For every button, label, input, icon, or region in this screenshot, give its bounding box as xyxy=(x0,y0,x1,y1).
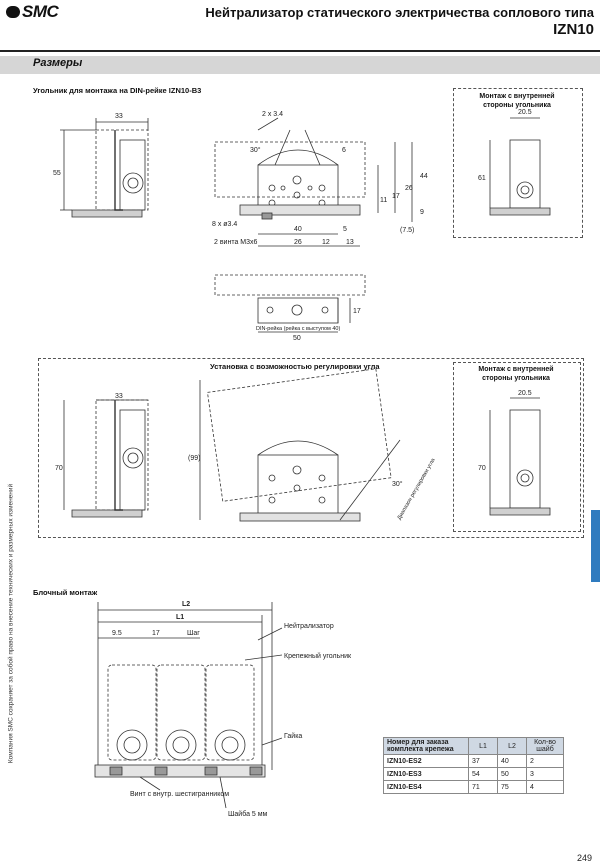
dim-70-b: 70 xyxy=(478,465,486,472)
header-rule xyxy=(0,50,600,52)
th-L2: L2 xyxy=(497,737,527,755)
table-row: IZN10-ES3 54 50 3 xyxy=(383,767,564,781)
dim-17-pitch: 17 xyxy=(152,630,160,637)
dim-20-5-a: 20.5 xyxy=(518,109,532,116)
table-row: IZN10-ES4 71 75 4 xyxy=(383,780,564,794)
section-title: Размеры xyxy=(33,57,83,69)
din-front-view xyxy=(214,117,413,247)
block-subtitle: Блочный монтаж xyxy=(33,588,98,597)
dim-99: (99) xyxy=(188,455,200,462)
dim-9: 9 xyxy=(420,209,424,216)
table-row: IZN10-ES2 37 40 2 xyxy=(383,754,564,768)
dim-angle-range: Диапазон регулировки угла xyxy=(397,457,438,521)
dim-13: 13 xyxy=(346,239,354,246)
block-mount-view xyxy=(94,602,283,809)
inner-mount-box-2 xyxy=(453,362,581,532)
th-washers: Кол-во шайб xyxy=(526,737,564,755)
dim-12: 12 xyxy=(322,239,330,246)
adjustable-subtitle: Установка с возможностью регулировки угл… xyxy=(210,362,380,371)
inner-mount-box-1 xyxy=(453,88,583,238)
callout-screw: Винт с внутр. шестигранником xyxy=(130,791,229,798)
dim-33-a: 33 xyxy=(115,113,123,120)
dim-din-rail: DIN-рейка (рейка с выступом 40) xyxy=(256,325,340,332)
dim-7-5: (7.5) xyxy=(400,227,414,234)
inner-mount-label-1: Монтаж с внутренней стороны угольника xyxy=(479,93,555,109)
inner-mount-1-view xyxy=(489,117,551,216)
din-side-view xyxy=(60,118,149,218)
dim-50: 50 xyxy=(293,335,301,342)
dim-6: 6 xyxy=(342,147,346,154)
dim-2-screws: 2 винта M3x6 xyxy=(214,239,258,246)
din-top-view xyxy=(214,274,366,333)
th-L1: L1 xyxy=(468,737,498,755)
page-title: Нейтрализатор статического электричества… xyxy=(205,4,594,38)
adjustable-side-view xyxy=(63,399,149,518)
dim-step: Шаг xyxy=(187,630,200,637)
inner-mount-2-view xyxy=(489,397,551,516)
dim-40: 40 xyxy=(294,226,302,233)
smc-logo-mark-icon xyxy=(6,6,20,18)
dim-L1: L1 xyxy=(176,614,184,621)
section-band: Размеры xyxy=(0,56,600,74)
page-number: 249 xyxy=(576,853,592,863)
dim-26-v: 26 xyxy=(405,185,413,192)
title-line-1: Нейтрализатор статического электричества… xyxy=(205,5,594,20)
callout-nut: Гайка xyxy=(284,732,302,740)
section-tab xyxy=(591,510,600,582)
side-disclaimer: Компания SMC сохраняет за собой право на… xyxy=(7,483,15,764)
callout-neutralizer: Нейтрализатор xyxy=(284,622,334,630)
adjustable-front-view xyxy=(199,368,401,522)
dim-2x34: 2 x 3.4 xyxy=(262,111,283,118)
callout-bracket: Крепежный угольник xyxy=(284,652,352,660)
dim-8x34: 8 x ø3.4 xyxy=(212,221,237,228)
callout-washer: Шайба 5 мм xyxy=(228,810,268,818)
dim-30-a: 30° xyxy=(250,146,261,154)
dim-26-h: 26 xyxy=(294,239,302,246)
dim-L2: L2 xyxy=(182,601,190,608)
dim-9-5: 9.5 xyxy=(112,630,122,637)
dim-17-b: 17 xyxy=(353,308,361,315)
dim-55: 55 xyxy=(53,170,61,177)
inner-mount-label-2: Монтаж с внутренней стороны угольника xyxy=(478,366,554,382)
smc-logo: SMC xyxy=(6,2,59,22)
dim-44: 44 xyxy=(420,173,428,180)
dim-61: 61 xyxy=(478,175,486,182)
table-header-row: Номер для заказа комплекта крепежа L1 L2… xyxy=(383,737,564,755)
th-order-number: Номер для заказа комплекта крепежа xyxy=(383,737,469,755)
dim-17-a: 17 xyxy=(392,193,400,200)
dim-5: 5 xyxy=(343,226,347,233)
dim-30-b: 30° xyxy=(392,480,403,488)
dim-70-a: 70 xyxy=(55,465,63,472)
fastener-kit-table: Номер для заказа комплекта крепежа L1 L2… xyxy=(383,737,564,794)
din-subtitle: Угольник для монтажа на DIN-рейке IZN10-… xyxy=(33,86,202,95)
adjustable-mount-box xyxy=(38,358,584,538)
dim-20-5-b: 20.5 xyxy=(518,390,532,397)
dim-33-b: 33 xyxy=(115,393,123,400)
dim-11: 11 xyxy=(380,197,387,204)
title-line-2: IZN10 xyxy=(553,21,594,38)
